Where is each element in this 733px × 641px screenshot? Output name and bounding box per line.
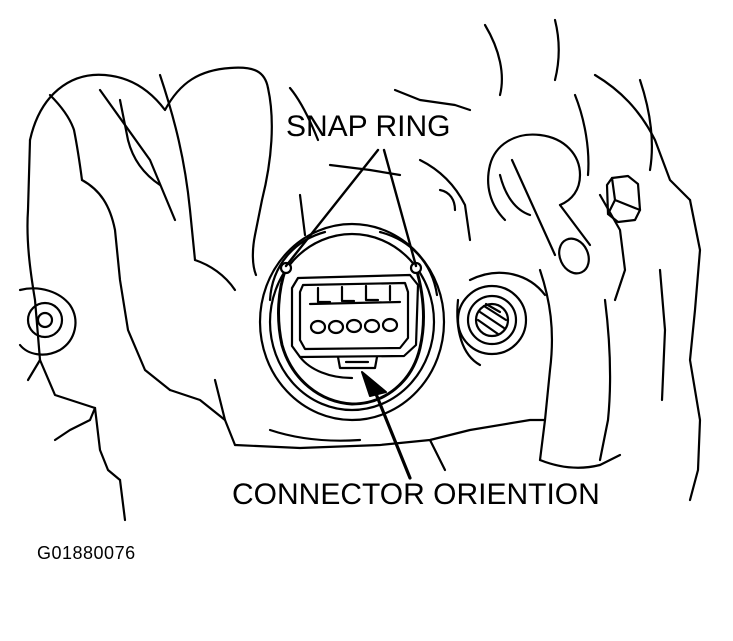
electrical-connector: [290, 273, 420, 380]
snap-ring: [277, 261, 425, 406]
left-bolt-boss: [18, 287, 77, 356]
housing-outline: [26, 66, 270, 522]
right-housing-outline: [538, 73, 702, 502]
connector-orientation-arrow: [361, 371, 412, 480]
connector-orientation-label: CONNECTOR ORIENTION: [232, 478, 600, 511]
snap-ring-leaders: [284, 148, 418, 268]
shaft-pin: [487, 133, 592, 275]
threaded-port: [456, 271, 547, 367]
hex-bolt: [605, 174, 642, 224]
upper-housing-detail: [251, 18, 560, 277]
snap-ring-label: SNAP RING: [286, 110, 451, 143]
connector-bore: [258, 222, 446, 422]
figure-code-label: G01880076: [37, 543, 136, 563]
lower-housing: [213, 378, 547, 472]
